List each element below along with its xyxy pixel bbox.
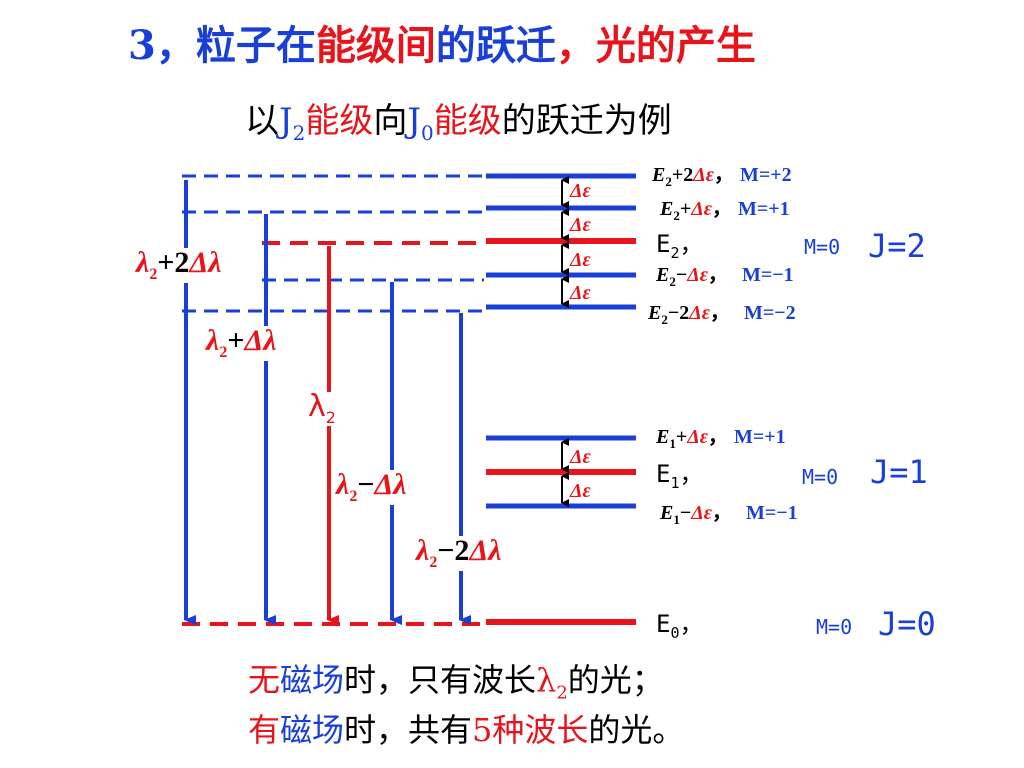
page-title: 3，粒子在能级间的跃迁，光的产生 — [128, 26, 756, 66]
title-comma: ， — [555, 22, 596, 69]
subtitle: 以J2能级向J0能级的跃迁为例 — [245, 104, 672, 143]
subtitle-rest: 的跃迁为例 — [501, 101, 672, 141]
lambda-label-m2: λ2−2Δλ — [416, 534, 502, 571]
subtitle-j0-sub: 0 — [421, 120, 434, 145]
label-e2-0: E2， — [656, 230, 704, 262]
title-prefix: 3，粒子在 — [128, 22, 316, 69]
delta-eps-3: Δε — [570, 249, 591, 271]
lambda-label-p1: λ2+Δλ — [206, 324, 277, 361]
label-e1-p1: E1+Δε，M=+1 — [656, 426, 786, 451]
title-of: 的 — [435, 22, 476, 69]
label-e2-p1: E2+Δε，M=+1 — [660, 198, 790, 223]
subtitle-to: 向 — [373, 101, 408, 141]
delta-eps-5: Δε — [570, 446, 591, 468]
subtitle-level1: 能级 — [305, 101, 374, 141]
label-e0-m: M=0 — [816, 615, 853, 639]
label-j2: J=2 — [868, 227, 926, 265]
label-e2-m2: E2−2Δε，M=−2 — [648, 302, 796, 327]
label-e0: E0， — [656, 610, 704, 642]
label-e2-p2: E2+2Δε，M=+2 — [652, 164, 792, 189]
label-j0: J=0 — [878, 605, 936, 643]
subtitle-level2: 能级 — [433, 101, 502, 141]
lambda-label-0: λ2 — [308, 389, 336, 427]
lambda-label-p2: λ2+2Δλ — [136, 246, 222, 283]
subtitle-with: 以 — [245, 101, 279, 141]
delta-eps-2: Δε — [570, 214, 591, 236]
label-e1-m1: E1−Δε，M=−1 — [660, 502, 798, 527]
title-light-gen: 光的产生 — [595, 22, 756, 69]
delta-eps-6: Δε — [570, 480, 591, 502]
subtitle-j2-letter: J — [279, 101, 293, 141]
subtitle-j2: J2 — [279, 101, 305, 143]
label-e1-0: E1， — [656, 460, 704, 492]
delta-eps-4: Δε — [570, 282, 591, 304]
subtitle-j0-letter: J — [407, 101, 422, 141]
lambda-label-m1: λ2−Δλ — [336, 468, 407, 505]
label-e2-m1: E2−Δε，M=−1 — [656, 264, 794, 289]
label-j1: J=1 — [870, 453, 928, 491]
subtitle-j0: J0 — [407, 101, 433, 143]
bottom-line-2: 有磁场时，共有5种波长的光。 — [248, 711, 685, 749]
subtitle-j2-sub: 2 — [292, 120, 306, 145]
label-e2-0-m: M=0 — [804, 235, 841, 259]
bottom-line-1: 无磁场时，只有波长λ2的光； — [248, 661, 664, 704]
title-transition: 跃迁 — [475, 22, 556, 69]
title-energy-level: 能级间 — [315, 22, 436, 69]
delta-eps-1: Δε — [570, 180, 591, 202]
label-e1-0-m: M=0 — [802, 465, 839, 489]
